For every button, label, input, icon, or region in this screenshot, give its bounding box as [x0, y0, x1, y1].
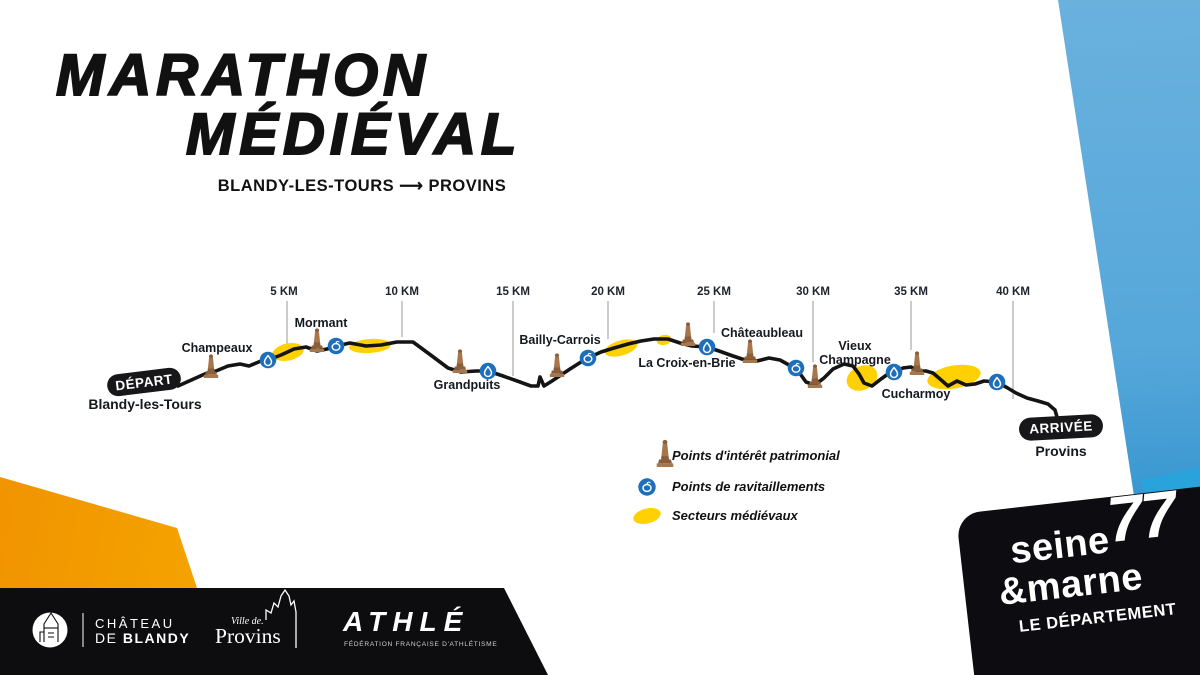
title-subtitle: BLANDY-LES-TOURS ⟶ PROVINS	[217, 177, 507, 195]
tower-icon-bailly-carrois	[549, 353, 565, 377]
legend-label-secteurs: Secteurs médiévaux	[672, 508, 798, 523]
legend-tower-icon	[656, 439, 674, 467]
town-label-vieux-line1: Vieux	[838, 339, 872, 353]
tower-icon-30km	[807, 364, 823, 388]
town-label-grandpuits: Grandpuits	[433, 378, 501, 392]
town-label-champeaux: Champeaux	[181, 341, 253, 355]
legend-label-ravitaillement: Points de ravitaillements	[672, 479, 826, 494]
km-marker-30: 30 KM	[796, 286, 830, 298]
town-label-vieux-champagne: Vieux Champagne	[819, 339, 891, 367]
chateau-blandy-name: BLANDY	[122, 630, 191, 646]
town-label-bailly-carrois: Bailly-Carrois	[519, 333, 601, 347]
town-label-la-croix-en-brie: La Croix-en-Brie	[638, 356, 736, 370]
tower-icon-la-croix-en-brie	[680, 322, 696, 346]
food-point-icon	[787, 359, 805, 377]
arrivee-place-label: Provins	[1035, 443, 1087, 459]
km-marker-15: 15 KM	[496, 286, 530, 298]
km-tick-lines	[286, 301, 1014, 399]
water-point-icon	[987, 372, 1007, 392]
arrivee-badge: ARRIVÉE	[1018, 413, 1104, 442]
athle-federation-subtitle: FÉDÉRATION FRANÇAISE D'ATHLÉTISME	[344, 641, 498, 648]
tower-icon-grandpuits	[452, 349, 468, 373]
tower-icon-cucharmoy	[909, 351, 925, 375]
tower-icon-champeaux	[203, 354, 219, 378]
km-marker-20: 20 KM	[591, 286, 625, 298]
town-label-mormant: Mormant	[294, 316, 348, 330]
tower-icon-chateaubleau	[742, 339, 758, 363]
km-marker-25: 25 KM	[697, 286, 731, 298]
chateau-blandy-label-line2: DE BLANDY	[95, 630, 190, 646]
provins-castle-sketch	[265, 588, 297, 648]
legend-refreshment-icon	[637, 477, 657, 497]
water-point-icon	[478, 361, 498, 381]
water-point-icon	[258, 350, 278, 370]
title-line-2: MÉDIÉVAL	[185, 101, 522, 168]
legend-icons	[633, 439, 674, 525]
km-marker-10: 10 KM	[385, 286, 419, 298]
seine-77-number: 77	[1103, 476, 1179, 557]
seine-et-marne-logo-card: 77 seine &marne LE DÉPARTEMENT	[955, 477, 1200, 675]
chateau-blandy-emblem	[32, 611, 84, 648]
tower-icon-mormant	[309, 328, 325, 352]
title-line-1: MARATHON	[55, 42, 430, 109]
food-point-icon	[579, 349, 597, 367]
ville-de-provins-small-label: Ville de.	[231, 616, 264, 627]
chateau-blandy-de: DE	[95, 630, 123, 646]
km-marker-35: 35 KM	[894, 286, 928, 298]
km-marker-5: 5 KM	[270, 286, 298, 298]
route-line	[176, 337, 1059, 423]
town-label-vieux-line2: Champagne	[819, 353, 891, 367]
town-label-cucharmoy: Cucharmoy	[881, 387, 951, 401]
athle-logo-text: ATHLÉ	[343, 606, 470, 637]
legend-label-patrimonial: Points d'intérêt patrimonial	[672, 448, 840, 463]
food-point-icon	[327, 337, 345, 355]
km-marker-40: 40 KM	[996, 286, 1030, 298]
depart-place-label: Blandy-les-Tours	[88, 396, 202, 412]
legend-sector-icon	[633, 507, 661, 525]
chateau-blandy-label-line1: CHÂTEAU	[95, 616, 175, 631]
ville-de-provins-name: Provins	[215, 624, 281, 648]
water-point-icon	[697, 337, 717, 357]
town-label-chateaubleau: Châteaubleau	[721, 326, 803, 340]
